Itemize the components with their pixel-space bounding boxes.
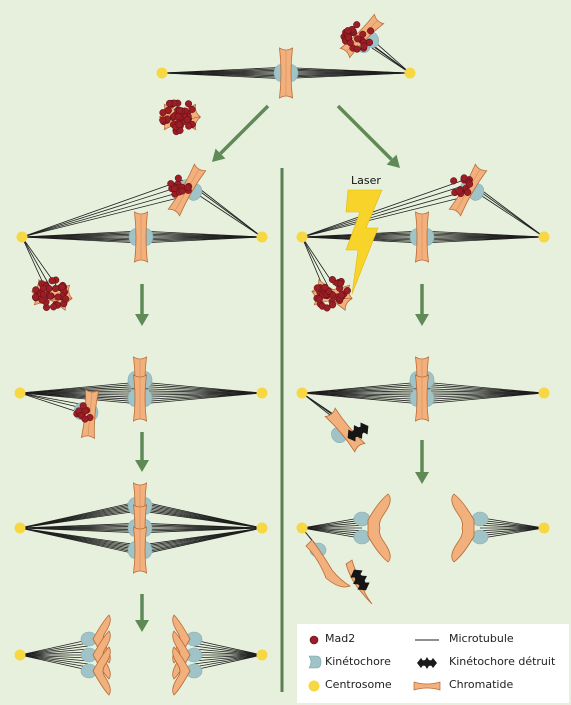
mad2-cluster	[159, 99, 196, 136]
destroyed-kinetochore	[347, 422, 369, 442]
centrosome	[296, 387, 308, 399]
spindle-microtubules	[139, 500, 263, 556]
mad2-cluster	[167, 174, 193, 198]
legend-label-microtubule: Microtubule	[449, 632, 514, 645]
laser-label: Laser	[351, 174, 381, 187]
arrow-left-3	[135, 594, 149, 632]
legend-label-mad2: Mad2	[325, 632, 356, 645]
legend: Mad2 Kinétochore Centrosome Microtubule	[297, 624, 569, 703]
spindle-microtubules	[193, 639, 263, 671]
spindle-microtubules	[479, 517, 545, 539]
mad2-cluster	[340, 21, 375, 53]
mad2-cluster	[31, 276, 70, 311]
chromatid	[415, 211, 429, 263]
spindle-microtubules	[421, 381, 545, 405]
centrosome	[538, 387, 550, 399]
mad2-cluster	[73, 402, 94, 423]
arrow-right-1	[415, 284, 429, 326]
spindle-microtubules	[19, 381, 141, 405]
legend-label-kinetochore-destroyed: Kinétochore détruit	[449, 655, 556, 668]
chromatid-icon	[413, 681, 441, 691]
mad2-cluster	[313, 276, 351, 312]
centrosome	[16, 231, 28, 243]
spindle-microtubules	[301, 381, 423, 405]
spindle-microtubules	[19, 500, 141, 556]
centrosome	[296, 231, 308, 243]
chromatid	[132, 374, 148, 422]
centrosome	[14, 387, 26, 399]
chromatid-pair-right	[451, 493, 475, 563]
spindle-microtubules	[421, 230, 545, 244]
chromatid	[132, 526, 148, 574]
mad2-cluster	[450, 174, 474, 198]
spindle-microtubules	[301, 517, 363, 539]
laser-bolt	[345, 189, 383, 295]
centrosome	[538, 522, 550, 534]
spindle-microtubules	[19, 392, 85, 415]
centrosome	[256, 231, 268, 243]
arrow-left-2	[135, 432, 149, 472]
legend-label-kinetochore: Kinétochore	[325, 655, 391, 668]
spindle-microtubules	[281, 67, 411, 79]
spindle-microtubules	[161, 67, 283, 79]
spindle-microtubules	[195, 185, 263, 238]
arrow-left-1	[135, 284, 149, 326]
arrow-right-2	[415, 440, 429, 484]
centrosome	[296, 522, 308, 534]
separated-chromatid-right	[172, 630, 203, 680]
arrow-to-left-branch	[212, 104, 270, 162]
spindle-microtubules	[19, 639, 89, 671]
microtubule-icon	[415, 639, 439, 641]
chromatid-pair-left	[367, 493, 391, 563]
centrosome	[256, 522, 268, 534]
legend-label-chromatid: Chromatide	[449, 678, 514, 691]
mad2-icon	[309, 635, 319, 645]
destroyed-kinetochore-icon	[417, 657, 437, 669]
spindle-microtubules	[21, 179, 191, 238]
spindle-microtubules	[139, 230, 263, 244]
spindle-microtubules	[21, 230, 141, 244]
spindle-microtubules	[139, 381, 263, 405]
chromatid	[134, 211, 148, 263]
centrosome	[256, 387, 268, 399]
separated-chromatid-left	[80, 630, 111, 680]
centrosome	[156, 67, 168, 79]
spindle-microtubules	[475, 185, 545, 238]
chromatid	[414, 374, 430, 422]
destroyed-kinetochore	[350, 569, 370, 591]
legend-label-centrosome: Centrosome	[325, 678, 392, 691]
centrosome	[14, 649, 26, 661]
separated-chromatid-right	[172, 646, 203, 696]
lagging-chromatid	[305, 539, 351, 588]
kinetochore-icon	[308, 655, 322, 669]
centrosome	[404, 67, 416, 79]
arrow-to-right-branch	[336, 104, 400, 168]
spindle-microtubules	[301, 179, 473, 238]
separated-chromatid-left	[80, 646, 111, 696]
centrosome	[14, 522, 26, 534]
centrosome	[256, 649, 268, 661]
chromatid	[279, 47, 293, 99]
centrosome	[538, 231, 550, 243]
centrosome-icon	[308, 680, 320, 692]
